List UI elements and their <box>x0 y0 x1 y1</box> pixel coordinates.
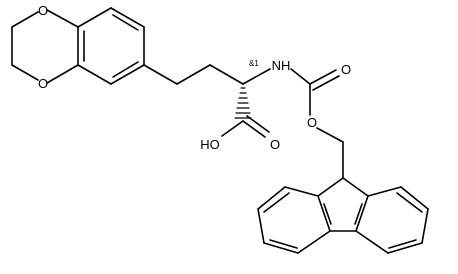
ethylene-chain <box>143 64 244 85</box>
carbamate-bonds <box>290 68 344 179</box>
hydroxyl-label: HO <box>200 137 220 152</box>
ester-oxygen-label: O <box>307 115 317 130</box>
atom-labels: O O NH O O HO O &1 <box>38 3 351 152</box>
carbonyl-oxygen-label: O <box>341 62 351 77</box>
benzodioxane-aromatic-ring <box>77 7 145 85</box>
oxygen-label-top: O <box>38 3 48 18</box>
acid-oxygen-label: O <box>270 137 280 152</box>
alpha-carbon-bonds <box>234 68 271 119</box>
stereo-center-label: &1 <box>249 59 259 68</box>
carboxylic-acid-bonds <box>221 115 270 138</box>
oxygen-label-bottom: O <box>38 76 48 91</box>
fluorene-group <box>257 177 429 254</box>
nh-label: NH <box>272 58 291 73</box>
dioxane-ring <box>11 9 79 84</box>
